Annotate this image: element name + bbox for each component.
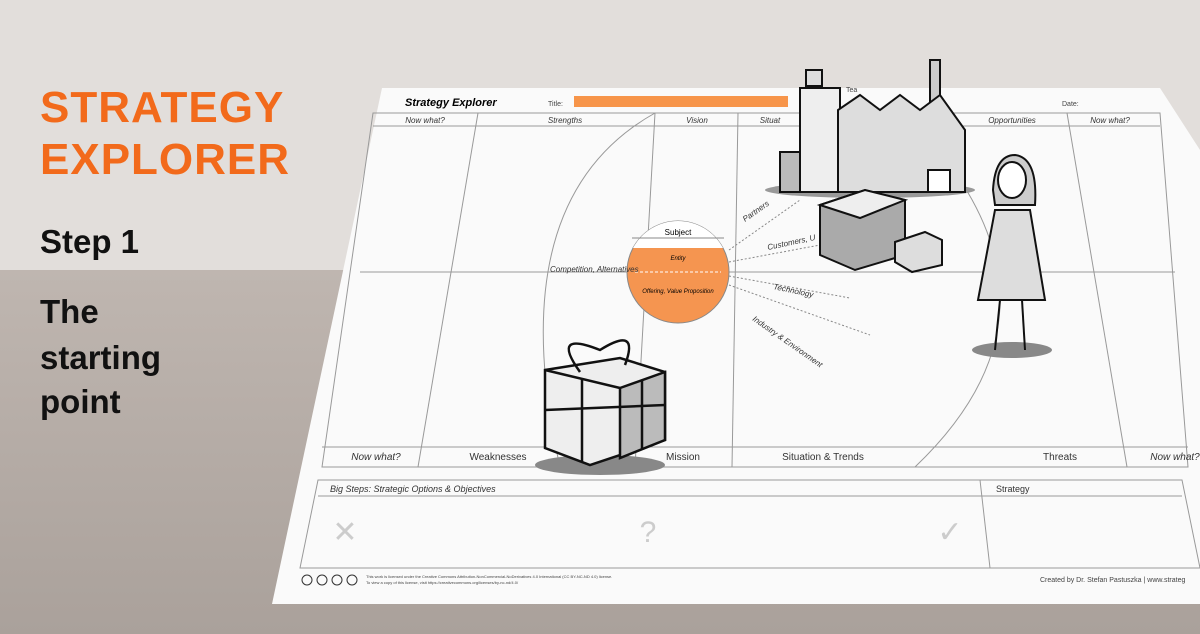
subtitle-line3: point (40, 383, 121, 420)
header-now-what-tl: Now what? (405, 116, 445, 125)
team-label: Tea (846, 87, 857, 94)
footer-now-what-br: Now what? (1150, 452, 1200, 463)
factory-illustration (765, 59, 975, 198)
gift-illustration (535, 339, 667, 475)
subtitle-line1: The (40, 293, 99, 330)
date-label: Date: (1062, 101, 1079, 108)
license-line1: This work is licensed under the Creative… (366, 574, 612, 579)
header-situation: Situat (760, 116, 781, 125)
woman-illustration (972, 153, 1052, 358)
title-field[interactable] (574, 96, 788, 107)
entity-label: Entity (670, 256, 686, 262)
cross-icon: ✕ (332, 516, 357, 549)
title-label: Title: (548, 101, 563, 108)
header-opportunities: Opportunities (988, 116, 1036, 125)
canvas-sheet (272, 88, 1200, 604)
header-vision: Vision (686, 116, 708, 125)
offering-label: Offering, Value Proposition (642, 289, 714, 295)
footer-situation-trends: Situation & Trends (782, 452, 864, 463)
cc-license-icons (301, 574, 358, 586)
credit: Created by Dr. Stefan Pastuszka | www.st… (1040, 577, 1185, 584)
footer-threats: Threats (1043, 452, 1077, 463)
header-now-what-tr: Now what? (1090, 116, 1130, 125)
big-steps-label: Big Steps: Strategic Options & Objective… (330, 484, 496, 494)
footer-mission: Mission (666, 452, 700, 463)
slide-title-line1: STRATEGY (40, 83, 285, 132)
competition-label: Competition, Alternatives (550, 265, 639, 274)
check-icon: ✓ (937, 516, 962, 549)
center-subject: Subject Entity Offering, Value Propositi… (626, 220, 730, 324)
slide-title-line2: EXPLORER (40, 135, 291, 184)
subtitle-line2: starting (40, 339, 162, 376)
footer-weaknesses: Weaknesses (469, 452, 526, 463)
subject-label: Subject (665, 228, 692, 237)
header-strengths: Strengths (548, 116, 582, 125)
question-icon: ? (640, 516, 657, 549)
license-line2: To view a copy of this license, visit ht… (366, 580, 519, 585)
canvas-name: Strategy Explorer (405, 97, 497, 109)
strategy-label: Strategy (996, 484, 1030, 494)
step-label: Step 1 (40, 223, 140, 260)
boxes-illustration (816, 188, 943, 274)
footer-now-what-bl: Now what? (351, 452, 401, 463)
